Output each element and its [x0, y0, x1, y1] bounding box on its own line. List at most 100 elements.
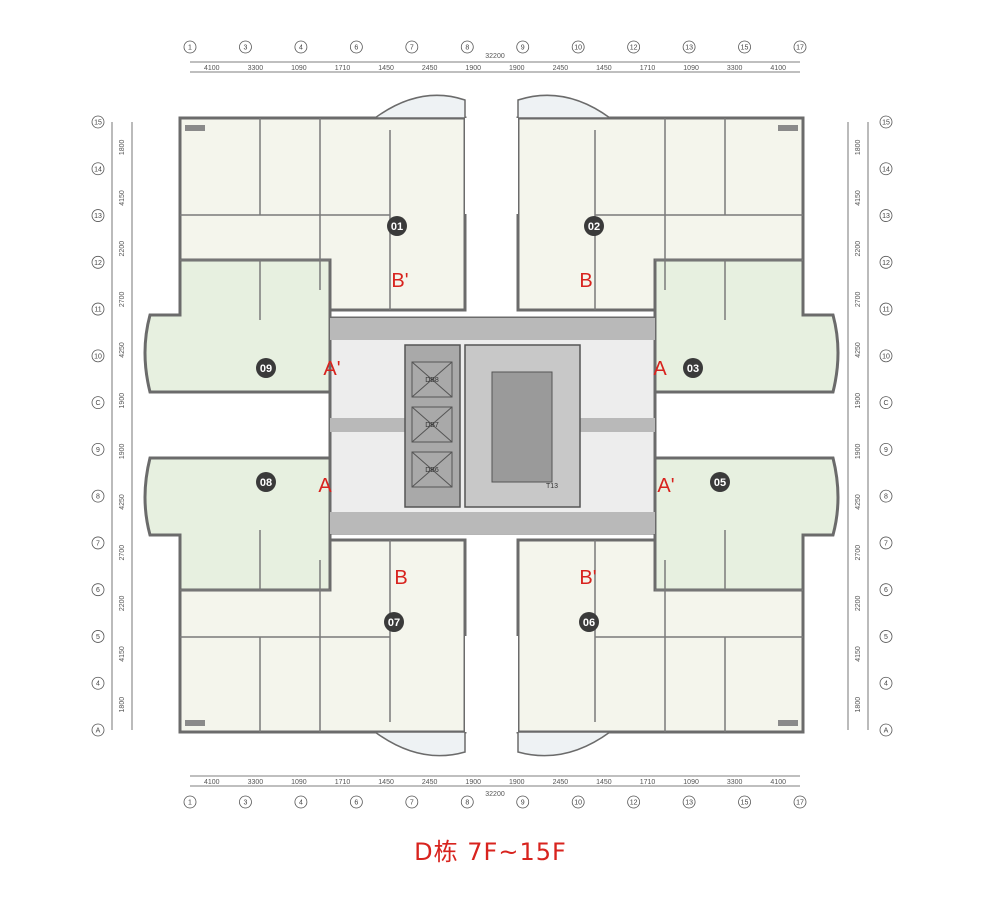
left-seg-label: 2700: [119, 291, 126, 307]
bay-window-bottom-left: [372, 731, 466, 757]
axis-label: 7: [410, 800, 414, 807]
top-seg-label: 1900: [509, 65, 525, 72]
axis-label: 8: [884, 494, 888, 501]
stair-flight: [491, 371, 553, 483]
axis-label: 12: [94, 260, 102, 267]
axis-marker: [91, 209, 105, 222]
unit-number-01: 01: [391, 221, 403, 233]
right-seg-label: 4150: [855, 646, 862, 662]
axis-label: 12: [630, 800, 638, 807]
core-label-4: T13: [546, 483, 558, 490]
bottom-seg-label: 1900: [509, 779, 525, 786]
unit-number-03: 03: [687, 363, 699, 375]
left-seg-label: 1800: [119, 139, 126, 155]
axis-label: 15: [741, 800, 749, 807]
window-gaps: [185, 118, 798, 732]
axis-label: A: [96, 728, 101, 735]
unit-badge-05: [710, 472, 730, 492]
unit-number-06: 06: [583, 617, 595, 629]
axis-label: 7: [96, 540, 100, 547]
axis-label: 8: [465, 800, 469, 807]
axis-label: 8: [96, 494, 100, 501]
unit-03: 03 A: [653, 358, 703, 380]
right-seg-label: 1800: [855, 139, 862, 155]
bottom-seg-label: 1710: [335, 779, 351, 786]
unit-number-08: 08: [260, 477, 272, 489]
right-dimension-line: [847, 122, 869, 730]
axis-marker: [879, 209, 893, 222]
axis-marker: [239, 40, 252, 54]
top-seg-label: 1710: [335, 65, 351, 72]
left-seg-label: 1800: [119, 697, 126, 713]
axis-marker: [879, 396, 893, 410]
top-seg-label: 1450: [596, 65, 612, 72]
axis-marker: [793, 40, 807, 54]
axis-label: 11: [882, 307, 889, 314]
bottom-seg-label: 1900: [465, 779, 481, 786]
axis-label: 3: [244, 800, 248, 807]
top-seg-label: 1090: [683, 65, 699, 72]
unit-type-07: B: [394, 567, 407, 589]
left-seg-label: 1900: [119, 393, 126, 409]
unit-09: 09 A': [256, 358, 341, 380]
axis-label: 9: [96, 447, 100, 454]
axis-label: 1: [188, 45, 192, 52]
unit-badge-02: [584, 216, 604, 236]
axis-marker: [405, 795, 419, 809]
unit-05: 05 A': [657, 472, 730, 497]
bottom-seg-label: 1450: [378, 779, 394, 786]
bottom-seg-label: 1090: [683, 779, 699, 786]
axis-marker: [879, 115, 893, 129]
axis-label: 7: [410, 45, 414, 52]
right-seg-label: 1900: [855, 393, 862, 409]
axis-marker: [682, 795, 696, 809]
bay-window-bottom-right: [517, 731, 613, 757]
axis-label: 4: [884, 681, 888, 688]
unit-type-08: A: [318, 475, 332, 497]
corridor-bottom: [330, 512, 655, 534]
right-seg-label: 2700: [855, 291, 862, 307]
axis-label: 6: [884, 587, 888, 594]
bottom-seg-label: 1710: [640, 779, 656, 786]
bottom-seg-label: 3300: [248, 779, 264, 786]
axis-label: 7: [884, 540, 888, 547]
unit-number-09: 09: [260, 363, 272, 375]
bottom-dimension-line: [190, 775, 800, 787]
axis-marker: [405, 40, 419, 54]
axis-marker: [91, 255, 105, 269]
axis-marker: [91, 115, 105, 129]
wing-left-upper: [143, 258, 332, 394]
axis-marker: [571, 795, 585, 809]
axis-marker: [91, 489, 105, 503]
left-segment-labels: 1800415022002700425019001900425027002200…: [119, 139, 126, 712]
axis-label: 17: [796, 800, 804, 807]
plan-caption: D栋 7F~15F: [414, 838, 567, 866]
top-total-dimension: 32200: [485, 53, 505, 60]
top-seg-label: 1450: [378, 65, 394, 72]
axis-marker: [627, 40, 641, 54]
top-seg-label: 1090: [291, 65, 307, 72]
bottom-total-dimension: 32200: [485, 791, 505, 798]
wing-right-lower: [653, 456, 840, 592]
axis-marker: [879, 442, 893, 456]
axis-label: 13: [685, 45, 693, 52]
axis-marker: [682, 40, 696, 54]
axis-marker: [879, 489, 893, 503]
bottom-seg-label: 1450: [596, 779, 612, 786]
lift-cars: [411, 361, 453, 488]
top-seg-label: 1900: [465, 65, 481, 72]
axis-label: 10: [574, 45, 582, 52]
top-seg-label: 3300: [248, 65, 264, 72]
unit-type-06: B': [579, 567, 596, 589]
axis-marker: [91, 396, 105, 410]
unit-type-05: A': [657, 475, 674, 497]
axis-label: 14: [94, 166, 102, 173]
axis-marker: [91, 442, 105, 456]
axis-marker: [516, 40, 530, 54]
axis-label: C: [883, 400, 888, 407]
bottom-seg-label: 3300: [727, 779, 743, 786]
